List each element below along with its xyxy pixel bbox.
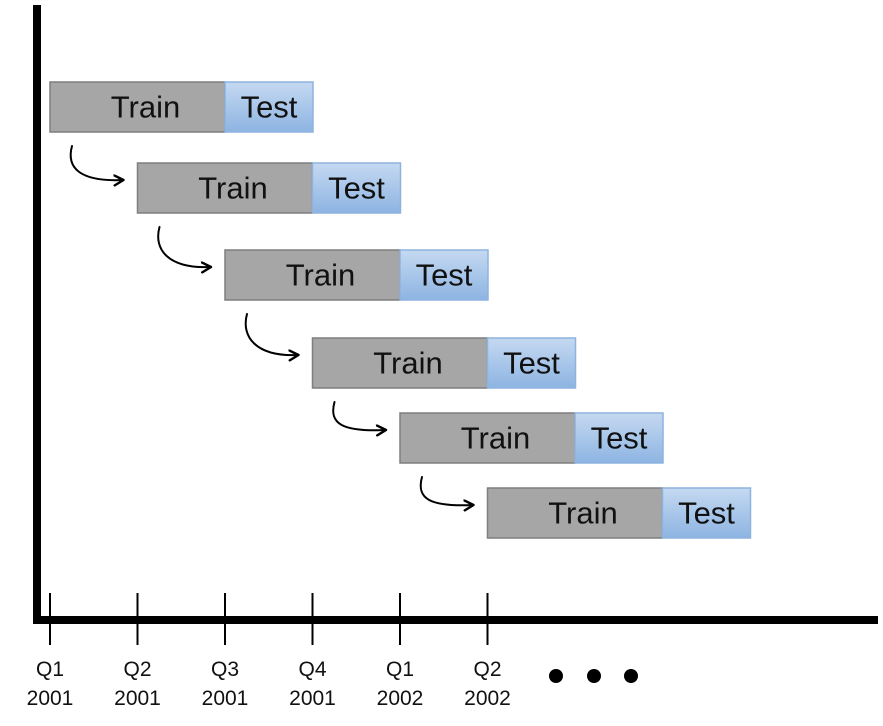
- test-segment: [224, 81, 314, 133]
- ticks-layer: Q1 2001 Q2 2001 Q3 2001 Q4 2001 Q1 2002 Q2 2002: [27, 593, 511, 710]
- ellipsis-dot: [624, 669, 638, 683]
- test-label: Test: [591, 421, 648, 456]
- shift-arrow: [69, 145, 124, 180]
- tick-quarter-label: Q3: [211, 658, 239, 681]
- tick-year-label: 2002: [464, 687, 511, 710]
- tick-year-label: 2002: [377, 687, 424, 710]
- tick-year-label: 2001: [202, 687, 249, 710]
- window-6: Train Test: [486, 487, 752, 539]
- window-1: Train Test: [49, 81, 314, 133]
- train-label: Train: [461, 421, 530, 456]
- test-label: Test: [328, 171, 385, 206]
- ellipsis-dot: [549, 669, 563, 683]
- ellipsis-dots: [549, 669, 638, 683]
- train-label: Train: [548, 496, 617, 531]
- tick-6: Q2 2002: [464, 593, 511, 710]
- tick-year-label: 2001: [114, 687, 161, 710]
- shift-arrow: [244, 313, 299, 355]
- train-segment: [136, 162, 314, 214]
- shift-arrow: [332, 401, 386, 430]
- ellipsis-dot: [587, 669, 601, 683]
- test-segment: [311, 162, 402, 214]
- train-label: Train: [111, 90, 180, 125]
- tick-year-label: 2001: [289, 687, 336, 710]
- test-label: Test: [678, 496, 735, 531]
- train-segment: [399, 412, 576, 464]
- train-segment: [49, 81, 226, 133]
- tick-3: Q3 2001: [202, 593, 249, 710]
- window-4: Train Test: [311, 337, 577, 389]
- train-label: Train: [286, 258, 355, 293]
- tick-quarter-label: Q4: [298, 658, 326, 681]
- tick-quarter-label: Q1: [386, 658, 414, 681]
- train-label: Train: [198, 171, 267, 206]
- tick-2: Q2 2001: [114, 593, 161, 710]
- train-label: Train: [373, 346, 442, 381]
- tick-quarter-label: Q2: [473, 658, 501, 681]
- tick-quarter-label: Q1: [36, 658, 64, 681]
- window-3: Train Test: [224, 249, 489, 301]
- test-label: Test: [503, 346, 560, 381]
- train-segment: [486, 487, 664, 539]
- tick-quarter-label: Q2: [123, 658, 151, 681]
- shift-arrow: [157, 226, 211, 267]
- tick-5: Q1 2002: [377, 593, 424, 710]
- tick-4: Q4 2001: [289, 593, 336, 710]
- test-segment: [399, 249, 489, 301]
- window-2: Train Test: [136, 162, 402, 214]
- tick-1: Q1 2001: [27, 593, 74, 710]
- arrows-layer: [69, 145, 474, 505]
- test-segment: [486, 337, 577, 389]
- shift-arrow: [419, 476, 474, 505]
- tick-year-label: 2001: [27, 687, 74, 710]
- test-label: Test: [416, 258, 473, 293]
- train-segment: [311, 337, 489, 389]
- test-segment: [661, 487, 752, 539]
- window-5: Train Test: [399, 412, 664, 464]
- test-segment: [574, 412, 664, 464]
- test-label: Test: [241, 90, 298, 125]
